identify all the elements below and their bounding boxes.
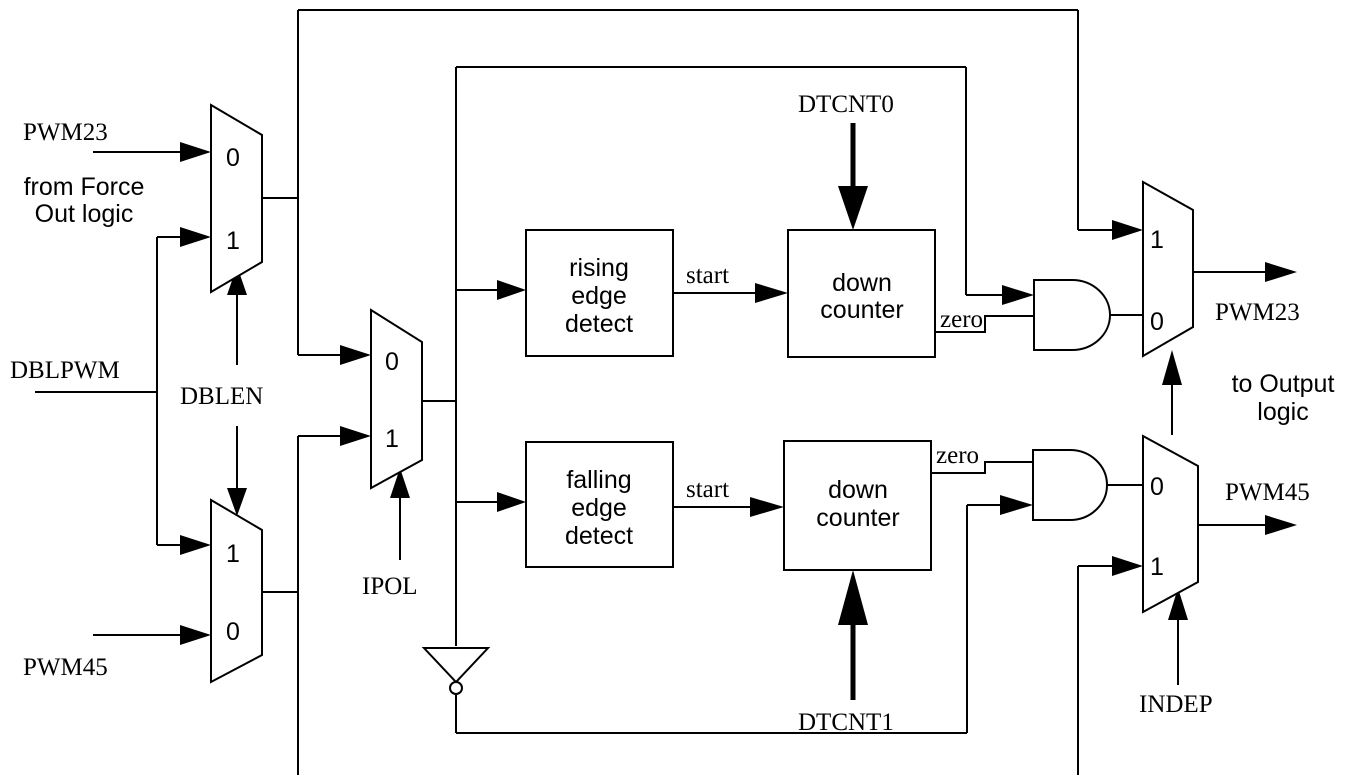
and-gate-top: [1033, 279, 1111, 351]
svg-text:edge: edge: [571, 494, 627, 522]
force-out-note-line2: Out logic: [35, 200, 134, 228]
pwm23-output-label: PWM23: [1215, 299, 1300, 326]
svg-text:detect: detect: [565, 522, 633, 550]
svg-text:down: down: [828, 476, 888, 504]
down-counter-bottom-block: down counter: [783, 440, 932, 571]
mux-input-0: 0: [1150, 308, 1164, 336]
mux-input-1: 1: [1150, 226, 1164, 254]
mux-input-0: 0: [226, 618, 240, 646]
rising-edge-detect-block: rising edge detect: [525, 229, 674, 357]
arrowheads: [180, 142, 1297, 645]
pwm23-input-label: PWM23: [23, 119, 108, 146]
svg-text:counter: counter: [816, 504, 899, 532]
dblpwm-label: DBLPWM: [10, 357, 120, 384]
output-note-line1: to Output: [1232, 370, 1335, 398]
mux-pwm23-output: 1 0: [1142, 180, 1194, 358]
inverter: [421, 647, 491, 695]
svg-text:detect: detect: [565, 310, 633, 338]
svg-text:falling: falling: [566, 466, 631, 494]
mux-pwm23-select: 0 1: [210, 103, 263, 294]
force-out-note-line1: from Force: [24, 173, 145, 201]
svg-text:down: down: [832, 269, 892, 297]
down-counter-top-block: down counter: [787, 229, 936, 358]
ipol-label: IPOL: [362, 573, 418, 600]
svg-text:edge: edge: [571, 282, 627, 310]
pwm45-output-label: PWM45: [1225, 479, 1310, 506]
and-gate-bottom: [1032, 449, 1108, 521]
dblen-label: DBLEN: [180, 383, 263, 410]
start-label-bottom: start: [686, 476, 729, 503]
mux-input-1: 1: [385, 425, 399, 453]
wires: [35, 9, 1265, 775]
zero-label-bottom: zero: [936, 442, 979, 469]
zero-label-top: zero: [940, 306, 983, 333]
mux-pwm45-select: 1 0: [210, 498, 263, 684]
mux-input-1: 1: [226, 227, 240, 255]
start-label-top: start: [686, 262, 729, 289]
dtcnt0-label: DTCNT0: [798, 91, 894, 118]
mux-input-1: 1: [1150, 553, 1164, 581]
dtcnt1-label: DTCNT1: [798, 709, 894, 736]
mux-input-1: 1: [226, 540, 240, 568]
output-note-line2: logic: [1257, 398, 1308, 426]
pwm45-input-label: PWM45: [23, 654, 108, 681]
indep-label: INDEP: [1139, 691, 1213, 718]
mux-input-0: 0: [1150, 473, 1164, 501]
mux-input-0: 0: [385, 348, 399, 376]
svg-text:rising: rising: [569, 254, 629, 282]
mux-ipol: 0 1: [370, 308, 423, 490]
mux-pwm45-output: 0 1: [1142, 434, 1199, 614]
falling-edge-detect-block: falling edge detect: [525, 441, 674, 568]
svg-text:counter: counter: [820, 296, 903, 324]
labels: PWM23 from Force Out logic DBLPWM DBLEN …: [10, 91, 1334, 736]
mux-input-0: 0: [226, 144, 240, 172]
